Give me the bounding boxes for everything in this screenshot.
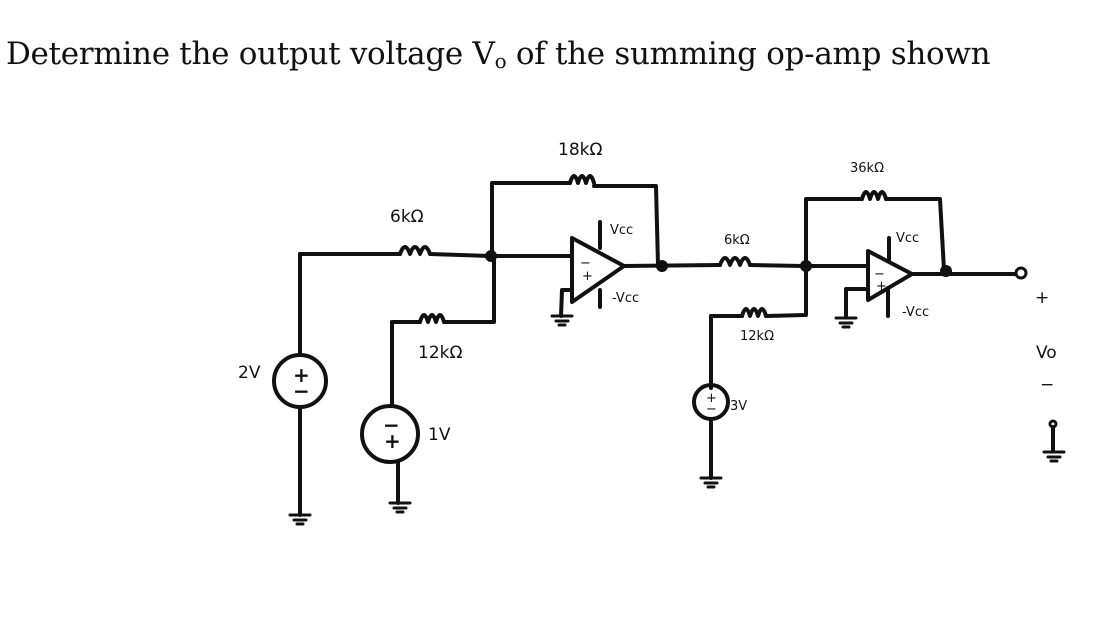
source-top-sign: − — [383, 413, 400, 437]
ground-symbol — [1042, 450, 1066, 463]
resistor-6k-stage1 — [398, 245, 432, 256]
junction-node — [656, 260, 668, 272]
voltage-source-1v: − + 1V — [360, 320, 451, 514]
wire — [442, 254, 496, 324]
resistor-6k-stage2 — [718, 256, 752, 267]
inverting-input-sign: − — [580, 256, 591, 271]
ground-symbol — [699, 476, 723, 489]
question-suffix: of the summing op-amp shown — [506, 36, 991, 72]
resistor-36k-feedback — [860, 190, 888, 201]
supply-pos-label: Vcc — [896, 231, 919, 246]
source-label: 3V — [730, 399, 747, 414]
question-subscript: o — [494, 49, 507, 73]
output-label: Vo — [1036, 343, 1057, 363]
source-bottom-sign: + — [384, 429, 401, 453]
resistor-18k-feedback — [568, 174, 596, 185]
resistor-12k-stage1 — [418, 313, 446, 324]
wire — [428, 252, 492, 258]
resistor-label: 12kΩ — [418, 343, 462, 363]
wire — [764, 264, 808, 318]
supply-neg-label: -Vcc — [902, 305, 929, 320]
junction-node — [940, 265, 952, 277]
voltage-source-3v: + − 3V — [692, 314, 747, 489]
output-terminal — [1014, 266, 1028, 280]
question-text: Determine the output voltage Vo of the s… — [6, 36, 991, 73]
resistor-label: 12kΩ — [740, 329, 774, 344]
wire — [622, 263, 722, 268]
source-top-sign: + — [706, 391, 717, 406]
resistor-label: 6kΩ — [390, 207, 424, 227]
wire — [884, 197, 946, 272]
noninverting-input-sign: + — [876, 279, 887, 294]
ground-symbol — [834, 316, 858, 329]
noninverting-input-sign: + — [582, 269, 593, 284]
resistor-label: 36kΩ — [850, 161, 884, 176]
resistor-label: 6kΩ — [724, 233, 750, 248]
question-prefix: Determine the output voltage V — [6, 36, 495, 72]
supply-neg-label: -Vcc — [612, 291, 639, 306]
op-amp-2 — [866, 249, 914, 302]
wire — [844, 287, 870, 318]
ground-symbol — [288, 513, 312, 526]
resistor-12k-stage2 — [740, 307, 768, 318]
voltage-source-2v: + − 2V — [238, 252, 328, 526]
ground-symbol — [388, 501, 412, 514]
supply-pos-label: Vcc — [610, 223, 633, 238]
source-label: 1V — [428, 425, 451, 445]
wire — [804, 197, 864, 268]
op-amp-1 — [570, 236, 626, 304]
inverting-input-sign: − — [874, 267, 885, 282]
source-bottom-sign: − — [293, 379, 310, 403]
wire — [592, 184, 660, 267]
ground-symbol — [550, 314, 574, 327]
source-label: 2V — [238, 363, 261, 383]
output-minus-sign: − — [1040, 375, 1054, 395]
wire — [748, 263, 805, 268]
source-top-sign: + — [293, 363, 310, 387]
output-plus-sign: + — [1035, 288, 1049, 308]
wire — [490, 181, 572, 258]
source-bottom-sign: − — [706, 402, 717, 417]
resistor-label: 18kΩ — [558, 140, 602, 160]
wire — [559, 288, 574, 318]
